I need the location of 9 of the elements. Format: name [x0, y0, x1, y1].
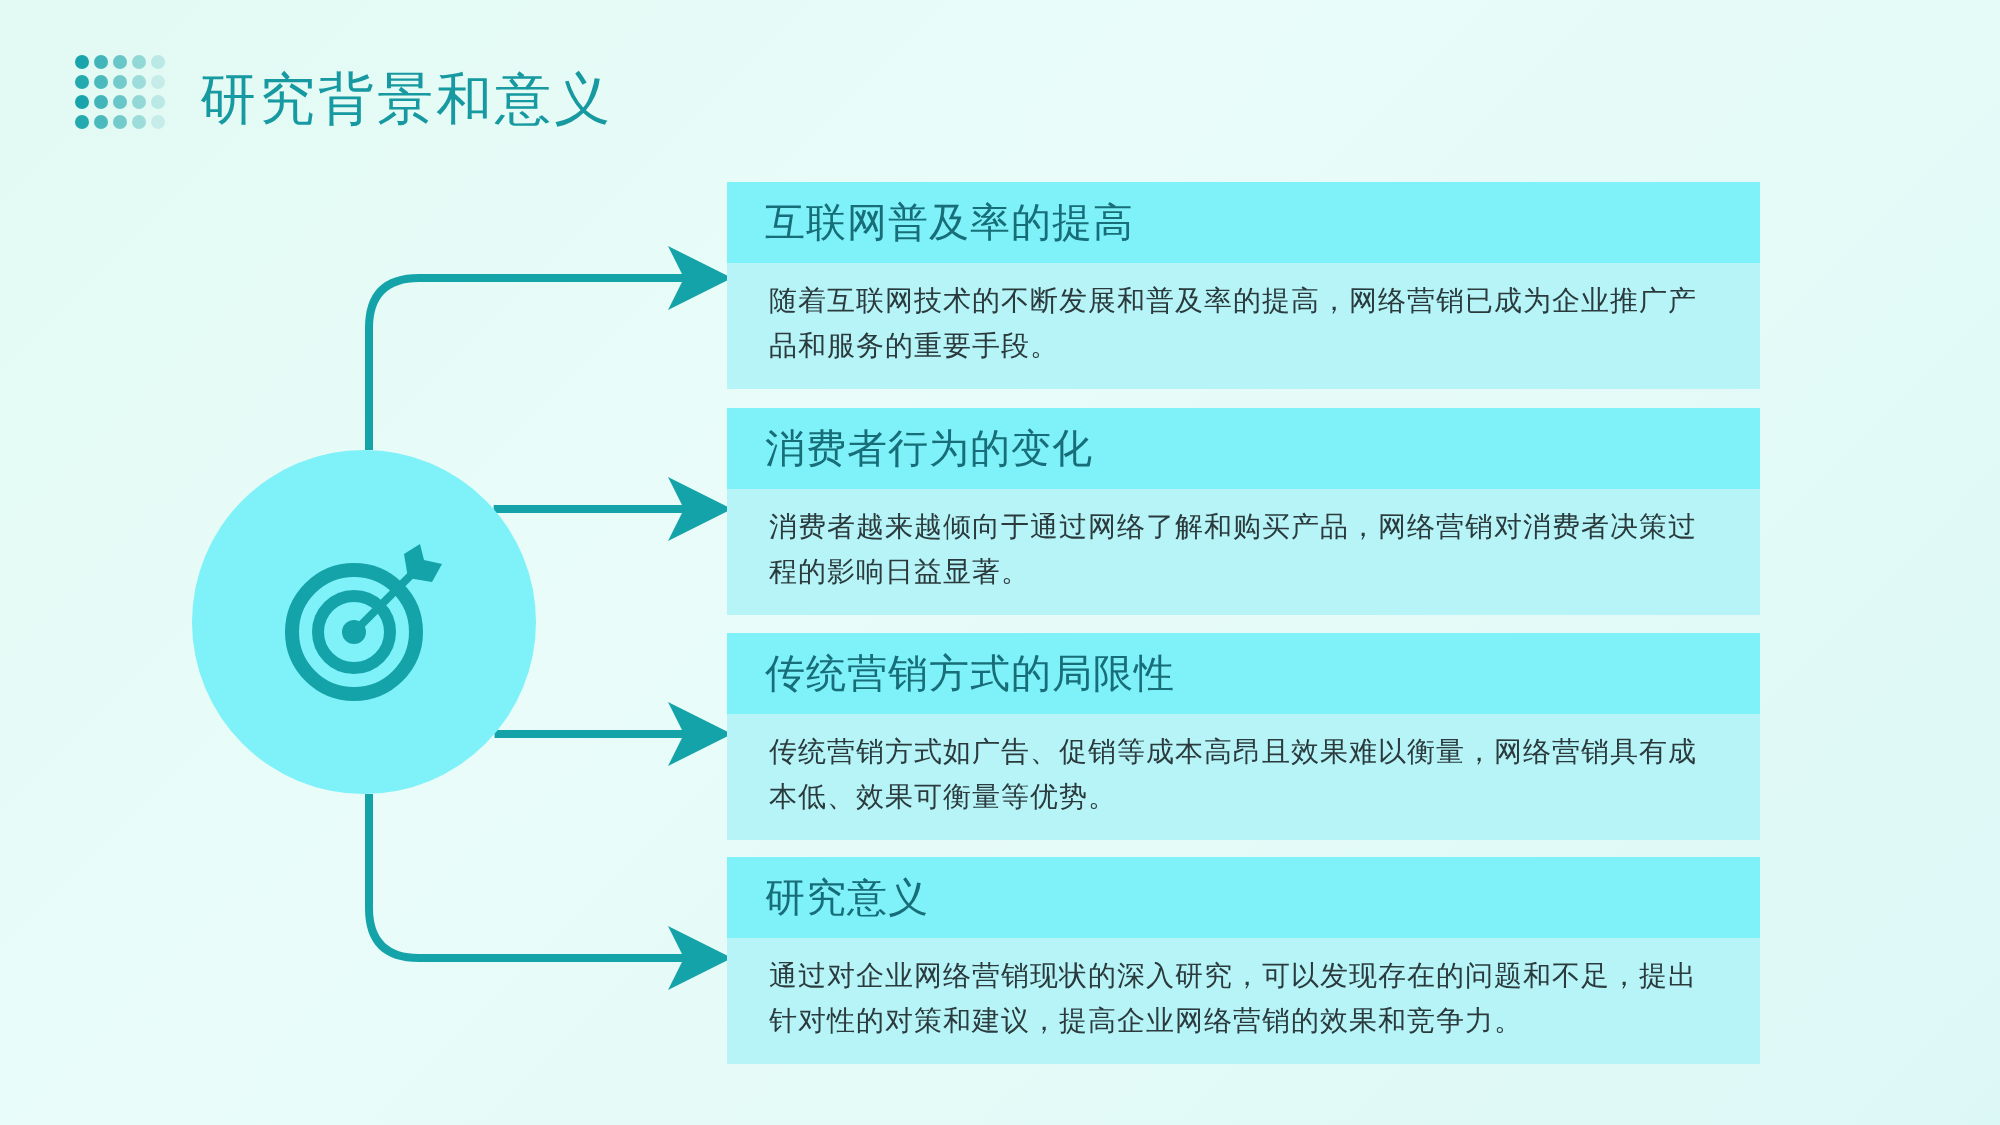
card-text: 传统营销方式如广告、促销等成本高昂且效果难以衡量，网络营销具有成本低、效果可衡量等优势。	[727, 714, 1760, 840]
card-heading: 互联网普及率的提高	[727, 182, 1760, 263]
card-heading: 研究意义	[727, 857, 1760, 938]
card-text: 消费者越来越倾向于通过网络了解和购买产品，网络营销对消费者决策过程的影响日益显著。	[727, 489, 1760, 615]
card-heading: 传统营销方式的局限性	[727, 633, 1760, 714]
card-text: 随着互联网技术的不断发展和普及率的提高，网络营销已成为企业推广产品和服务的重要手段。	[727, 263, 1760, 389]
title: 研究背景和意义	[200, 65, 613, 133]
card-text: 通过对企业网络营销现状的深入研究，可以发现存在的问题和不足，提出针对性的对策和建议，提高企业网络营销的效果和竞争力。	[727, 938, 1760, 1064]
card-heading: 消费者行为的变化	[727, 408, 1760, 489]
